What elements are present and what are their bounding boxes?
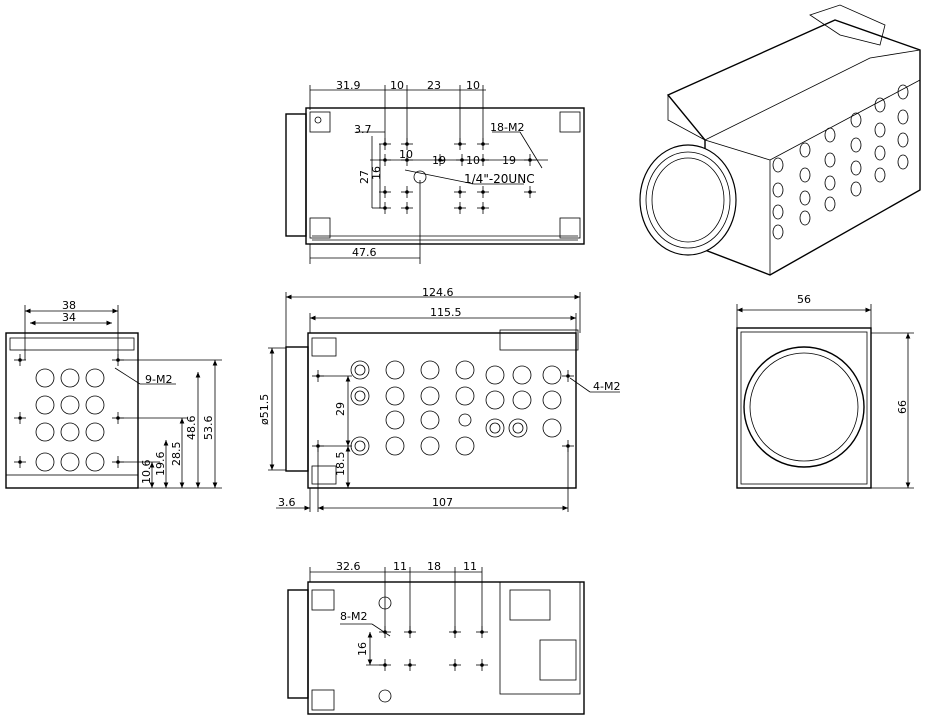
dim-11-a: 11 bbox=[393, 560, 407, 573]
body-outline-front bbox=[307, 332, 577, 489]
dim-29: 29 bbox=[334, 402, 347, 416]
dim-56: 56 bbox=[797, 293, 811, 306]
dim-28-5: 28.5 bbox=[170, 442, 183, 467]
dim-dia-51-5: ø51.5 bbox=[258, 394, 271, 425]
end-view: 56 66 bbox=[736, 293, 914, 489]
dim-19-a: 19 bbox=[432, 154, 446, 167]
bottom-view: 32.6 11 18 11 8-M2 16 bbox=[287, 560, 585, 715]
lens-flange-bottom bbox=[287, 589, 309, 699]
dim-27: 27 bbox=[358, 170, 371, 184]
dim-34: 34 bbox=[62, 311, 76, 324]
dim-31-9: 31.9 bbox=[336, 79, 361, 92]
dim-53-6: 53.6 bbox=[202, 416, 215, 441]
dim-18-5: 18.5 bbox=[334, 452, 347, 477]
dim-107: 107 bbox=[432, 496, 453, 509]
dim-19-6: 19.6 bbox=[154, 452, 167, 477]
dim-9-m2: 9-M2 bbox=[145, 373, 172, 386]
dim-38: 38 bbox=[62, 299, 76, 312]
thread-label: 1/4"-20UNC bbox=[464, 172, 535, 186]
dim-10-b: 10 bbox=[466, 79, 480, 92]
dim-10-d: 10 bbox=[466, 154, 480, 167]
dim-10-6: 10.6 bbox=[140, 460, 153, 485]
lens-barrel bbox=[639, 144, 737, 256]
side-left-view: 38 34 9-M2 48.6 53.6 28.5 19.6 10.6 bbox=[5, 299, 222, 489]
top-view: 31.9 10 23 10 3.7 18-M2 10 19 10 19 27 1… bbox=[285, 79, 585, 264]
dim-4-m2: 4-M2 bbox=[593, 380, 620, 393]
front-view: 124.6 115.5 4-M2 ø51.5 29 18.5 3.6 107 bbox=[258, 286, 620, 512]
body-outline-bottom bbox=[307, 581, 585, 715]
lens-outer bbox=[743, 346, 865, 468]
dim-47-6: 47.6 bbox=[352, 246, 377, 259]
isometric-view bbox=[639, 4, 921, 276]
dim-19-b: 19 bbox=[502, 154, 516, 167]
dim-16: 16 bbox=[370, 166, 383, 180]
dim-10-c: 10 bbox=[399, 148, 413, 161]
dim-16-bottom: 16 bbox=[356, 642, 369, 656]
dim-10-a: 10 bbox=[390, 79, 404, 92]
dim-115-5: 115.5 bbox=[430, 306, 462, 319]
dim-3-7: 3.7 bbox=[354, 123, 372, 136]
dim-3-6: 3.6 bbox=[278, 496, 296, 509]
dim-32-6: 32.6 bbox=[336, 560, 361, 573]
lens-flange-front bbox=[285, 346, 309, 472]
dim-11-b: 11 bbox=[463, 560, 477, 573]
dim-124-6: 124.6 bbox=[422, 286, 454, 299]
dim-18-m2: 18-M2 bbox=[490, 121, 524, 134]
body-outline-top bbox=[305, 107, 585, 245]
lens-flange-top bbox=[285, 113, 307, 237]
dim-18: 18 bbox=[427, 560, 441, 573]
dim-48-6: 48.6 bbox=[185, 416, 198, 441]
dim-8-m2: 8-M2 bbox=[340, 610, 367, 623]
dim-66: 66 bbox=[896, 400, 909, 414]
body-outline-end bbox=[736, 327, 872, 489]
dim-23: 23 bbox=[427, 79, 441, 92]
